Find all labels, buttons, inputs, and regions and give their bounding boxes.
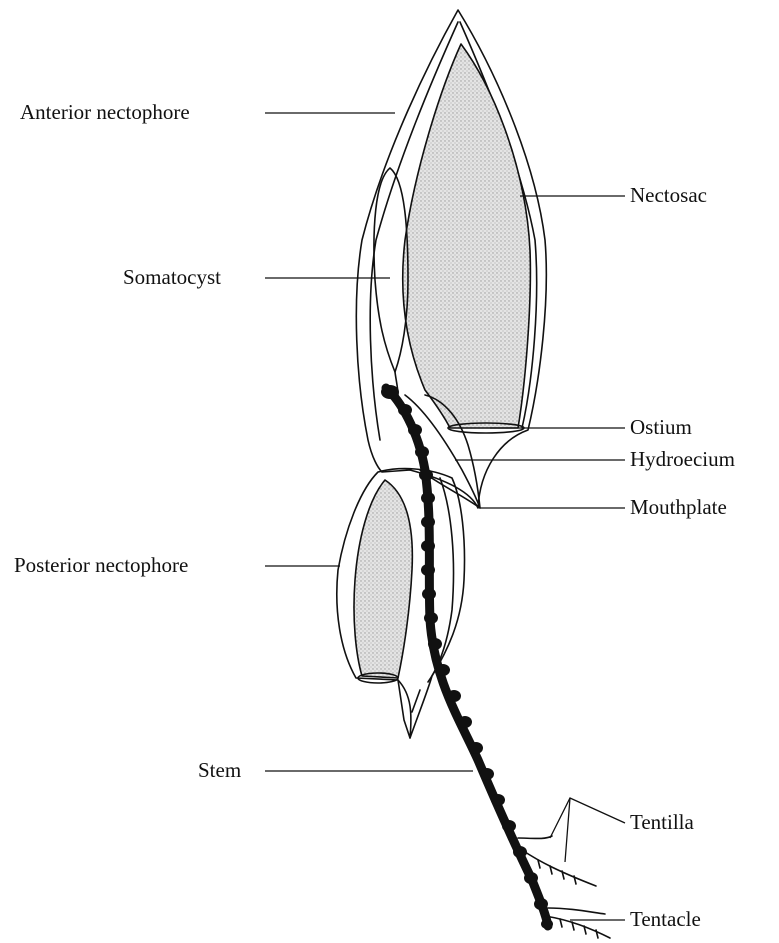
label-anterior-nectophore: Anterior nectophore [20,102,190,123]
label-hydroecium: Hydroecium [630,449,735,470]
label-ostium: Ostium [630,417,692,438]
label-stem: Stem [198,760,241,781]
stem-beads [381,385,553,929]
tentacle-group [545,908,610,938]
label-tentilla: Tentilla [630,812,694,833]
label-mouthplate: Mouthplate [630,497,727,518]
nectosac-shape [403,44,531,428]
label-somatocyst: Somatocyst [123,267,221,288]
label-posterior-nectophore: Posterior nectophore [14,555,188,576]
posterior-nectosac-shape [354,480,412,678]
label-nectosac: Nectosac [630,185,707,206]
posterior-tip [398,680,420,738]
label-tentacle: Tentacle [630,909,701,930]
